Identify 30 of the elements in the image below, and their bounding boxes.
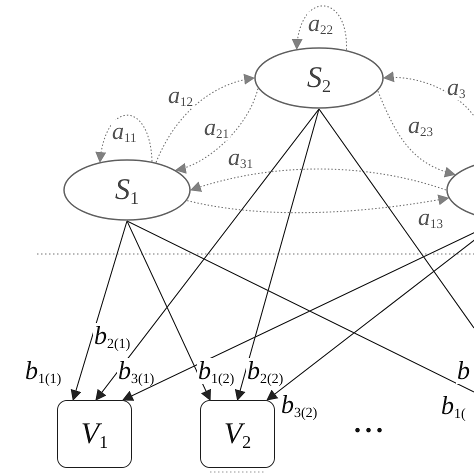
edge-label: b$_{1(1)}$	[24, 358, 62, 384]
edge-label: b$_{3(2)}$	[280, 392, 318, 418]
edge-label: b$_{2(1)}$	[93, 323, 132, 349]
arrow	[174, 88, 258, 174]
arrow	[95, 108, 320, 401]
arrow	[70, 220, 128, 402]
edge-label: b	[456, 358, 471, 384]
edge-label: a$_{22}$	[307, 12, 334, 36]
node-label: V$_{1}$	[80, 419, 108, 449]
observation-box	[57, 400, 132, 468]
node-label: V$_{2}$	[224, 419, 252, 449]
arrow	[190, 168, 446, 192]
edge-label: b$_{2(2)}$	[246, 358, 284, 384]
state-ellipse	[63, 159, 191, 221]
arrow	[126, 220, 211, 401]
observation-box	[200, 400, 275, 468]
arrow	[234, 108, 320, 402]
state-ellipse	[254, 47, 384, 109]
arrow	[187, 194, 450, 214]
edge-label: b$_{3(1)}$	[117, 358, 156, 384]
ellipsis-label: ...	[354, 410, 387, 438]
arrow	[96, 114, 153, 163]
edge-label: a$_{11}$	[111, 120, 138, 144]
arrow	[156, 74, 256, 163]
edge-label: b$_{1(2)}$	[197, 358, 236, 384]
edge-label: b$_{1(}$	[440, 393, 467, 419]
arrow	[292, 5, 348, 50]
node-label: S$_{2}$	[307, 63, 331, 93]
node-label: S$_{1}$	[115, 175, 139, 205]
arrow	[377, 90, 456, 177]
